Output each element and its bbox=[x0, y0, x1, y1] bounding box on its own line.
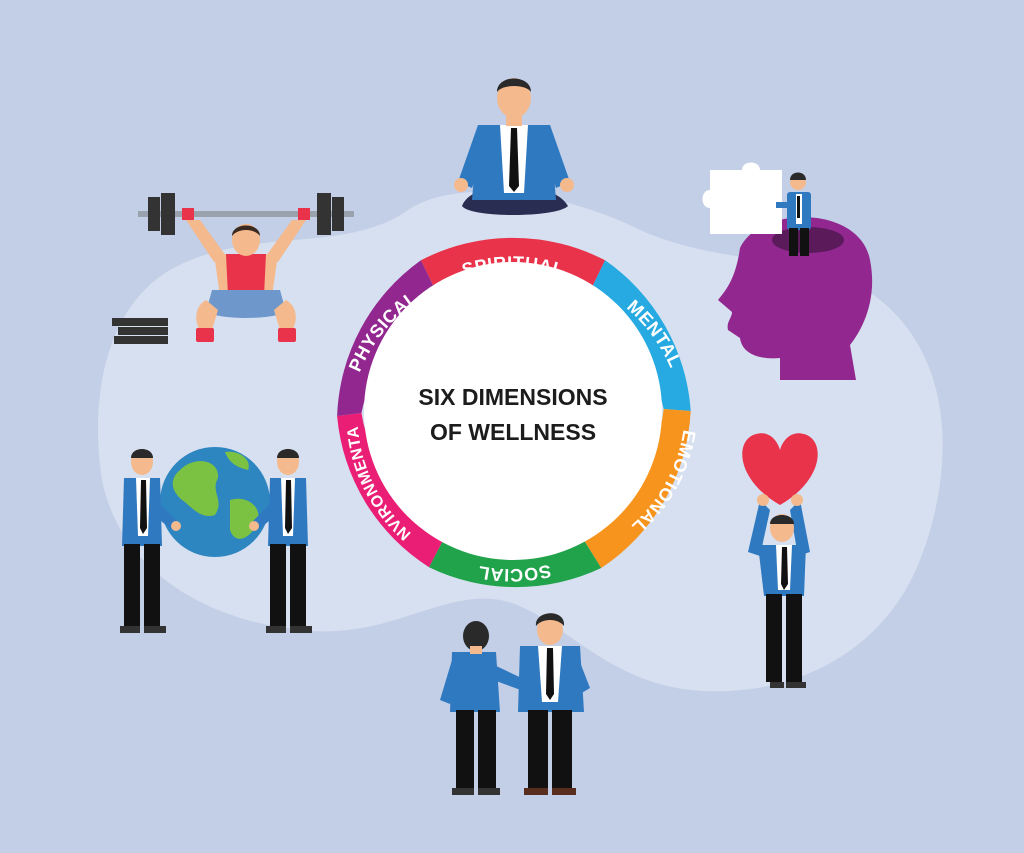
center-title-line-2: OF WELLNESS bbox=[430, 419, 596, 445]
center-title-line-1: SIX DIMENSIONS bbox=[418, 384, 607, 410]
head-puzzle-icon bbox=[702, 162, 873, 380]
meditation-person-icon bbox=[454, 78, 574, 215]
weightlifter-icon bbox=[112, 193, 354, 344]
earth-holders-icon bbox=[120, 447, 312, 633]
handshake-people-icon bbox=[440, 613, 590, 795]
ring-inner-disc bbox=[364, 262, 662, 560]
wellness-ring bbox=[337, 237, 691, 588]
heart-holder-icon bbox=[742, 433, 818, 688]
